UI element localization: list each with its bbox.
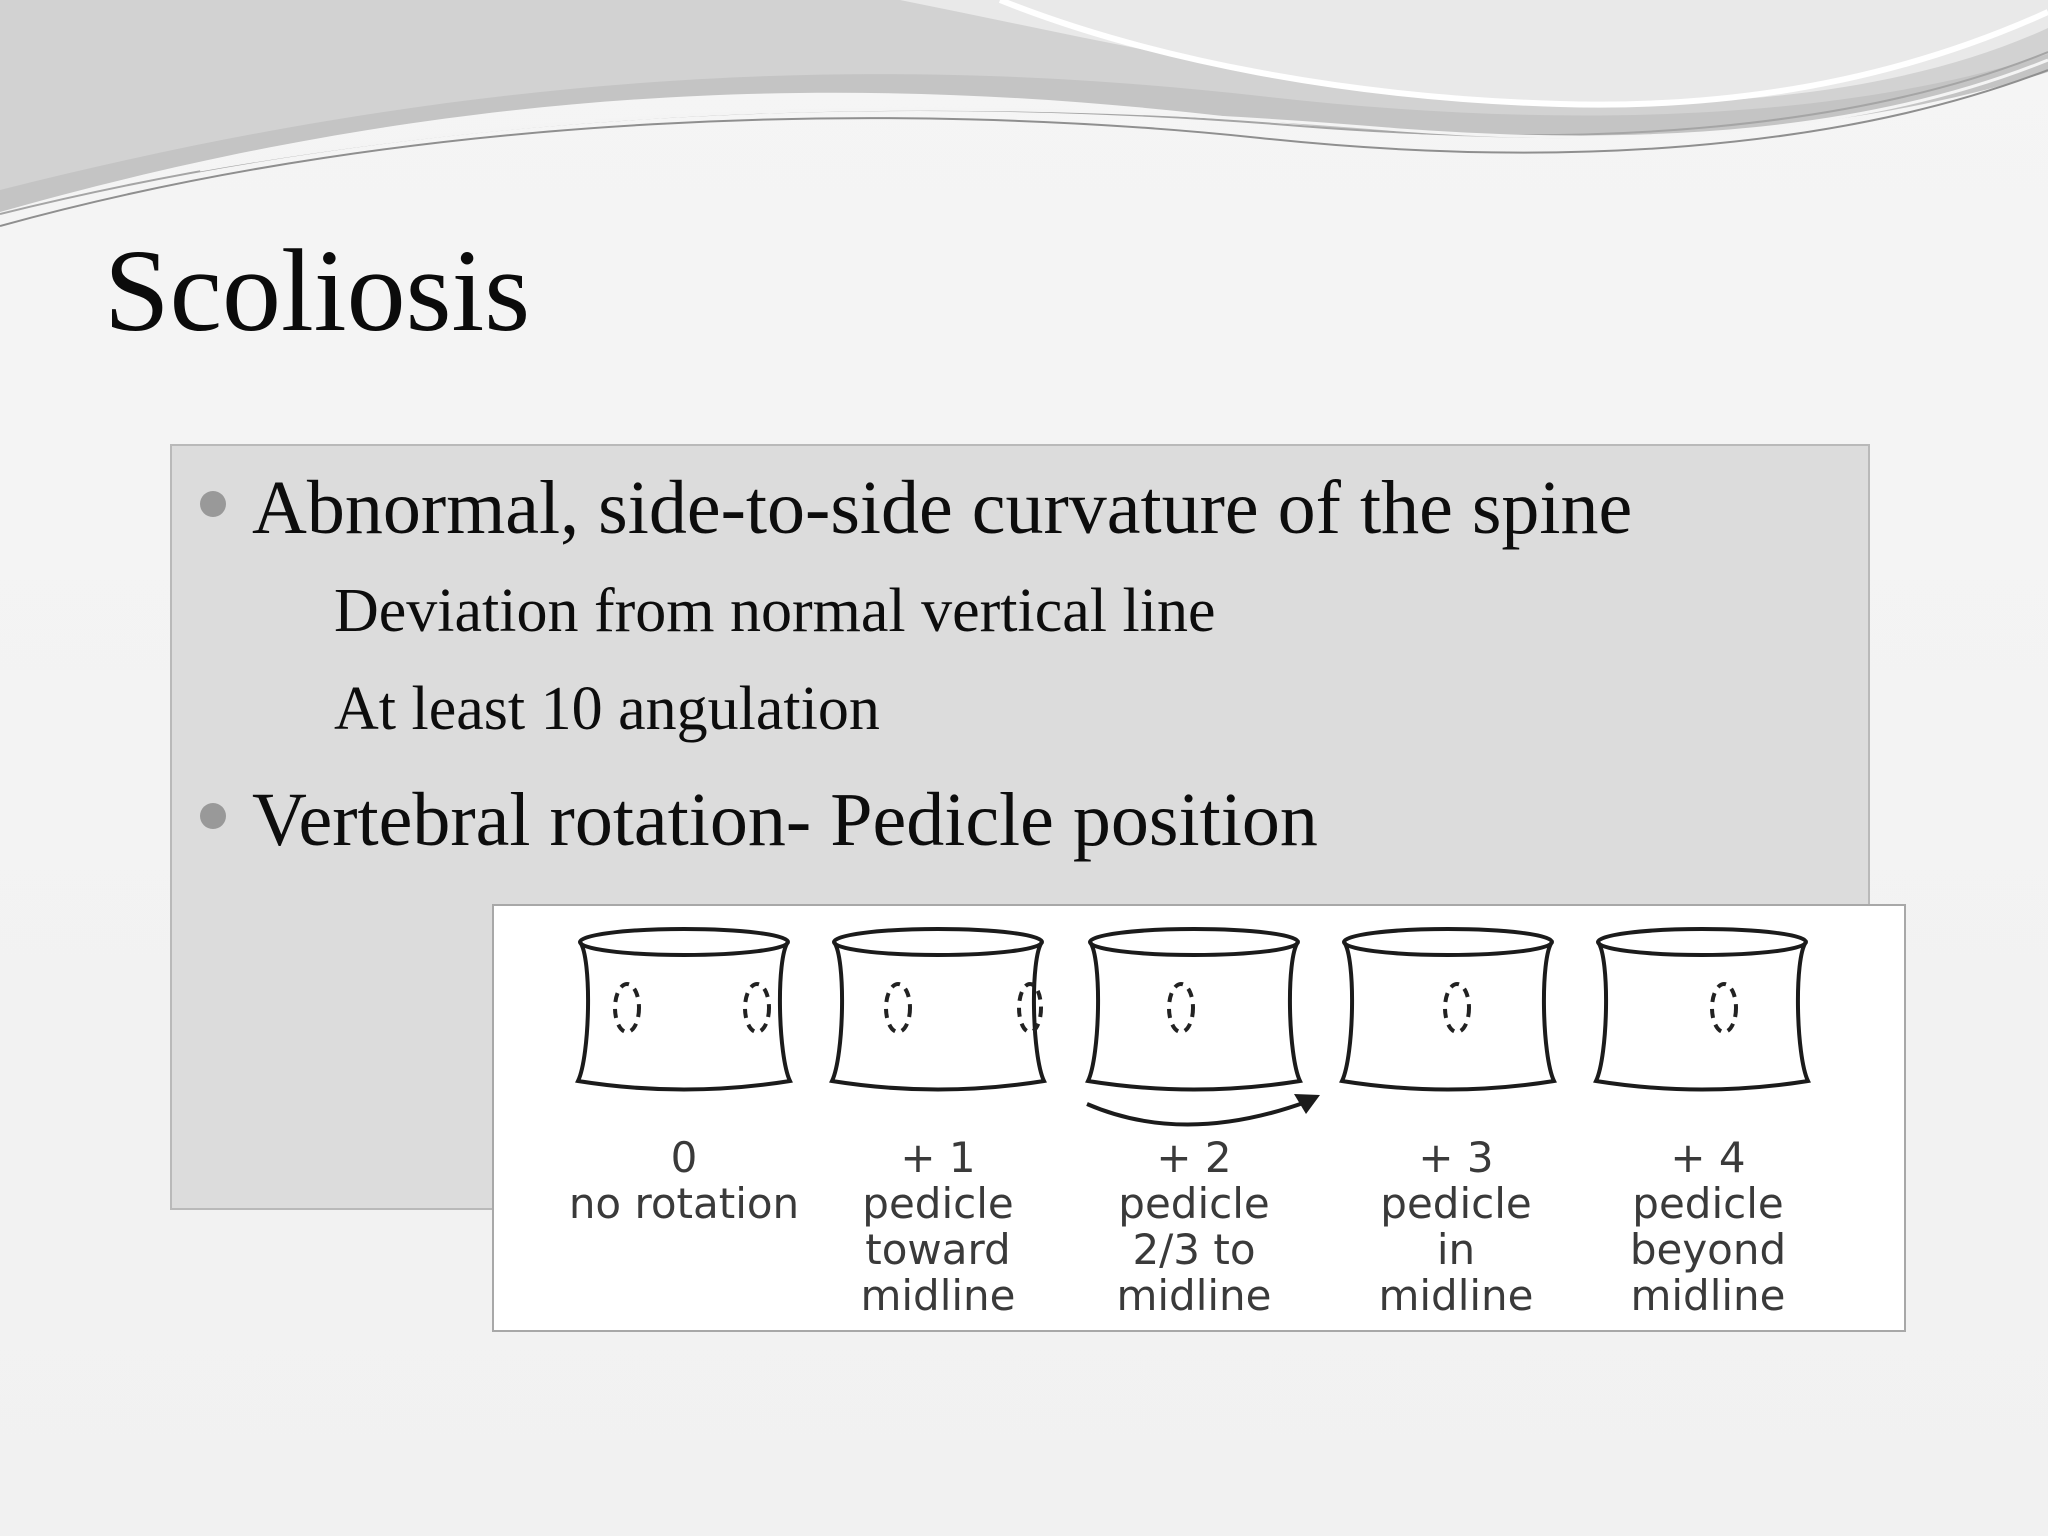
bullet-dot-icon: [200, 491, 226, 517]
rotation-arrow-icon: [1086, 1100, 1307, 1127]
grade-value: 0: [671, 1133, 698, 1182]
pedicle-icon: [743, 982, 771, 1034]
pedicle-icon: [613, 982, 641, 1034]
vertebra-grade-0: [575, 927, 793, 1092]
grade-caption: pedicle: [862, 1179, 1013, 1228]
grade-caption: midline: [1378, 1271, 1533, 1320]
bullet-dot-icon: [200, 803, 226, 829]
pedicle-icon: [1443, 982, 1471, 1034]
slide-title: Scoliosis: [104, 225, 531, 356]
sub-bullet-item: At least 10 angulation: [334, 675, 880, 743]
vertebra-grade-4: [1593, 927, 1811, 1092]
vertebra-grade-1: [829, 927, 1047, 1092]
vertebra-grade-3: [1339, 927, 1557, 1092]
grade-caption: pedicle: [1632, 1179, 1783, 1228]
grade-caption: 2/3 to: [1132, 1225, 1255, 1274]
grade-value: + 4: [1670, 1133, 1745, 1182]
grade-caption: midline: [1630, 1271, 1785, 1320]
grade-caption: midline: [860, 1271, 1015, 1320]
grade-caption: toward: [865, 1225, 1010, 1274]
grade-caption: midline: [1116, 1271, 1271, 1320]
grade-caption: pedicle: [1380, 1179, 1531, 1228]
vertebral-rotation-figure: 0 no rotation + 1 pedicle toward midline…: [492, 904, 1906, 1332]
bullet-item: Abnormal, side-to-side curvature of the …: [252, 466, 1633, 550]
header-wave-decoration: [0, 0, 2048, 227]
grade-caption: pedicle: [1118, 1179, 1269, 1228]
vertebral-rotation-diagram: 0 no rotation + 1 pedicle toward midline…: [569, 927, 1811, 1320]
sub-bullet-item: Deviation from normal vertical line: [334, 577, 1216, 645]
grade-caption: in: [1437, 1225, 1475, 1274]
grade-caption: no rotation: [569, 1179, 799, 1228]
rotation-arrowhead-icon: [1294, 1094, 1320, 1114]
bullet-item: Vertebral rotation- Pedicle position: [252, 778, 1318, 862]
pedicle-icon: [1167, 982, 1195, 1034]
vertebra-grade-2: [1085, 927, 1320, 1127]
grade-value: + 2: [1156, 1133, 1231, 1182]
pedicle-icon: [884, 982, 912, 1034]
pedicle-icon: [1017, 982, 1043, 1034]
grade-value: + 1: [900, 1133, 975, 1182]
grade-value: + 3: [1418, 1133, 1493, 1182]
pedicle-icon: [1710, 982, 1738, 1034]
grade-caption: beyond: [1630, 1225, 1786, 1274]
